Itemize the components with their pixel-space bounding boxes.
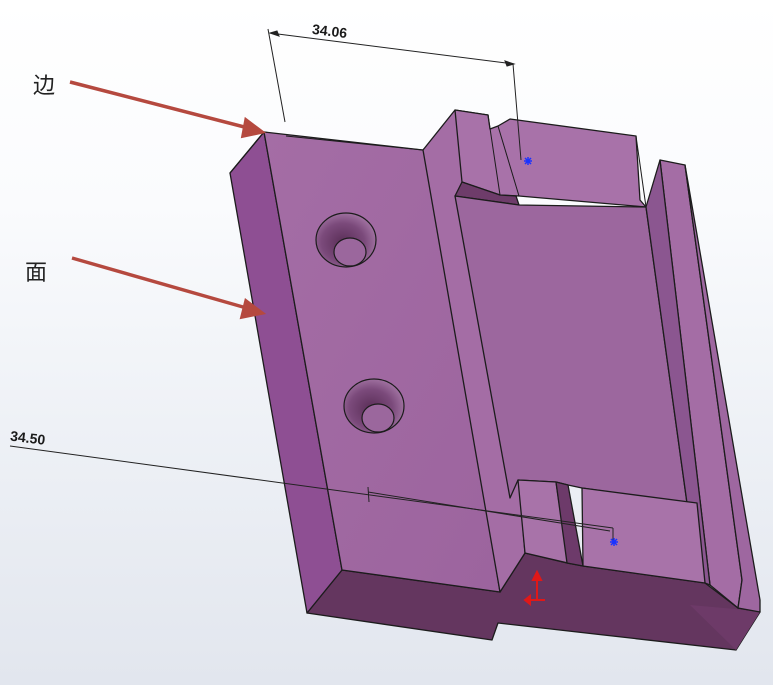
- right-outer-face[interactable]: [684, 164, 761, 613]
- edge-arrow: [69, 80, 267, 139]
- right-rail-side[interactable]: [645, 159, 711, 586]
- bottom-step-right[interactable]: [581, 487, 706, 584]
- point-marker-top: [524, 157, 532, 165]
- rim-notch-wall[interactable]: [454, 181, 520, 206]
- dimension-top-value[interactable]: 34.06: [311, 21, 348, 41]
- face-label: 面: [25, 261, 48, 286]
- dimension-left-value[interactable]: 34.50: [9, 428, 46, 448]
- dimension-left[interactable]: [9, 445, 614, 542]
- point-marker-bottom: [610, 538, 618, 546]
- dimension-top[interactable]: [267, 28, 522, 161]
- bottom-right-lip[interactable]: [690, 605, 760, 650]
- edge-label: 边: [33, 74, 56, 99]
- origin-icon: [523, 569, 545, 607]
- face-arrow: [71, 256, 267, 320]
- pocket-floor[interactable]: [454, 195, 688, 504]
